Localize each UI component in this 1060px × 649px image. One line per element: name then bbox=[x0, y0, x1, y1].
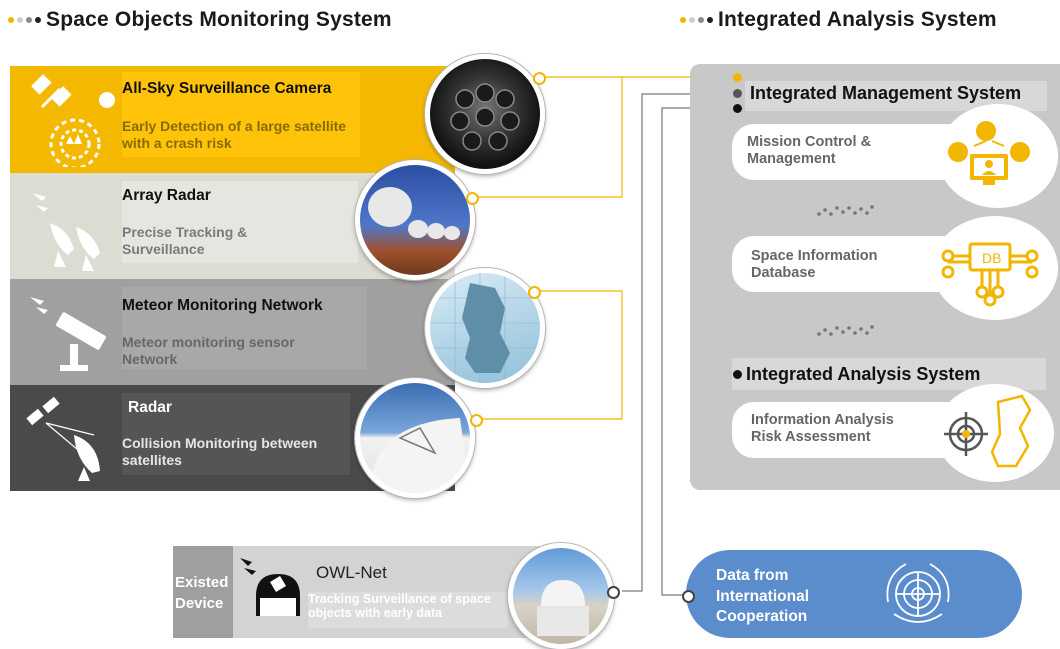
flow-dots-icon bbox=[817, 325, 874, 336]
korea-map-icon bbox=[430, 273, 540, 383]
intl-node bbox=[682, 590, 695, 603]
un-emblem-icon bbox=[886, 563, 950, 623]
header-dots-icon bbox=[8, 17, 41, 24]
connector-node bbox=[466, 192, 479, 205]
connector-node bbox=[528, 286, 541, 299]
observatory-photo bbox=[508, 543, 614, 649]
owl-desc-box bbox=[308, 592, 508, 628]
band-title: All-Sky Surveillance Camera bbox=[122, 80, 332, 97]
owl-net-desc: Tracking Surveillance of space objects w… bbox=[308, 592, 491, 620]
intl-cooperation-pill bbox=[686, 550, 1022, 638]
db-text: DB bbox=[982, 250, 1001, 266]
band-desc: Precise Tracking & Surveillance bbox=[122, 224, 248, 257]
observatory-icon bbox=[240, 558, 300, 616]
analysis-title: Integrated Analysis System bbox=[746, 364, 981, 384]
existed-device-label: Existed Device bbox=[175, 574, 229, 612]
target-map-icon bbox=[944, 394, 1032, 468]
mission-control-label: Mission Control & Management bbox=[747, 134, 872, 167]
telescope-icon bbox=[30, 297, 106, 371]
dish-array-icon bbox=[368, 187, 460, 240]
existed-device-tab bbox=[173, 546, 233, 638]
band-title: Array Radar bbox=[122, 187, 211, 204]
radar-dome-icon bbox=[370, 418, 470, 493]
panel-node-gray bbox=[733, 89, 742, 98]
camera-array-photo bbox=[425, 54, 545, 174]
mission-control-icon bbox=[948, 121, 1030, 185]
intl-cooperation-label: Data from International Cooperation bbox=[716, 567, 810, 625]
band-desc: Collision Monitoring between satellites bbox=[122, 435, 318, 468]
camera-lenses-icon bbox=[450, 83, 520, 151]
korea-map-photo bbox=[425, 268, 545, 388]
owl-node bbox=[607, 586, 620, 599]
panel-node-yellow bbox=[733, 73, 742, 82]
observatory-dome-icon bbox=[537, 580, 589, 636]
collision-radar-icon bbox=[26, 396, 100, 481]
radar-dome-photo bbox=[355, 378, 475, 498]
mission-icon-bg bbox=[938, 104, 1058, 208]
panel-node-black bbox=[733, 104, 742, 113]
header-dots-icon bbox=[680, 17, 713, 24]
satellite-camera-icon bbox=[31, 74, 115, 167]
database-label: Space Information Database bbox=[751, 248, 878, 281]
left-header: Space Objects Monitoring System bbox=[8, 8, 392, 32]
band-meteor-network: Meteor Monitoring Network Meteor monitor… bbox=[10, 279, 455, 385]
risk-icon-bg bbox=[936, 384, 1054, 482]
mgmt-title: Integrated Management System bbox=[750, 83, 1022, 103]
left-header-title: Space Objects Monitoring System bbox=[46, 8, 392, 31]
band-all-sky-camera: All-Sky Surveillance Camera Early Detect… bbox=[10, 66, 455, 173]
connector-node bbox=[470, 414, 483, 427]
right-header-title: Integrated Analysis System bbox=[718, 8, 997, 31]
risk-assessment-label: Information Analysis Risk Assessment bbox=[751, 412, 894, 445]
connector-node bbox=[533, 72, 546, 85]
band-desc: Meteor monitoring sensor Network bbox=[122, 334, 295, 367]
band-title: Radar bbox=[128, 399, 172, 416]
database-icon: DB bbox=[941, 242, 1039, 307]
radar-dish-icon bbox=[32, 193, 100, 271]
array-radar-photo bbox=[355, 160, 475, 280]
un-emblem-bg bbox=[876, 552, 960, 636]
band-title: Meteor Monitoring Network bbox=[122, 297, 323, 314]
analysis-node bbox=[733, 370, 742, 379]
right-header: Integrated Analysis System bbox=[680, 8, 997, 32]
db-icon-bg: DB bbox=[932, 216, 1058, 320]
flow-dots-icon bbox=[817, 205, 874, 216]
owl-net-title: OWL-Net bbox=[316, 563, 387, 582]
band-desc: Early Detection of a large satellite wit… bbox=[122, 118, 347, 151]
